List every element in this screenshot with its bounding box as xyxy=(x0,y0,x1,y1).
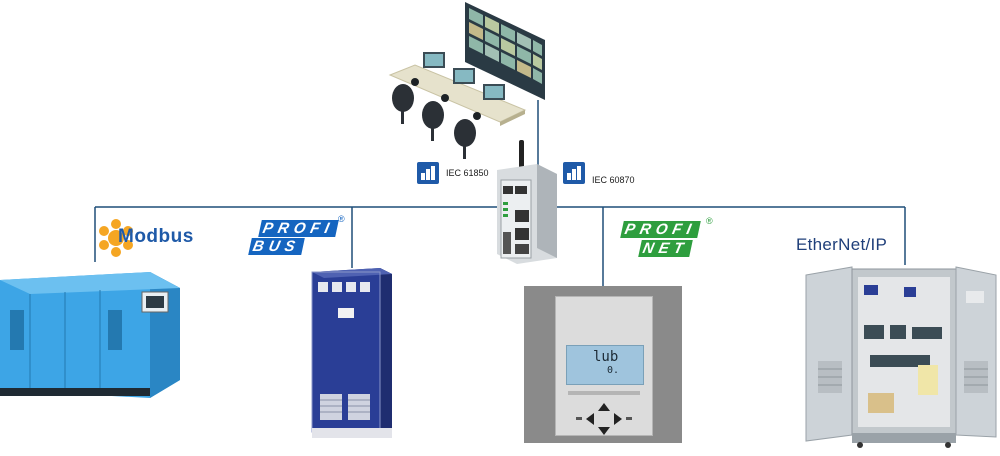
keypad-right-icon xyxy=(614,413,622,425)
profinet-logo: PROFI NET ® xyxy=(612,216,717,261)
profibus-line1: PROFI xyxy=(258,220,339,237)
profibus-logo: PROFI BUS ® xyxy=(248,214,350,260)
modbus-logo-icon xyxy=(99,219,133,257)
relay-display: lub 0. xyxy=(566,345,644,385)
switchgear-cabinet-icon xyxy=(311,268,392,438)
iec-60870-label: IEC 60870 xyxy=(592,175,635,185)
control-room-icon xyxy=(388,2,545,159)
gateway-device-icon xyxy=(497,140,557,264)
electrical-panel-icon xyxy=(805,266,997,448)
profinet-registered: ® xyxy=(706,216,713,226)
keypad-left-icon xyxy=(586,413,594,425)
modbus-label: Modbus xyxy=(118,226,194,247)
keypad-up-icon xyxy=(598,403,610,411)
protection-relay-icon: lub 0. xyxy=(524,286,682,443)
video-wall xyxy=(465,2,545,100)
profibus-registered: ® xyxy=(338,214,345,224)
generator-icon xyxy=(0,272,180,398)
iec-60870-icon xyxy=(563,162,585,184)
iec-61850-label: IEC 61850 xyxy=(446,168,489,178)
profinet-line2: NET xyxy=(638,240,693,257)
keypad-down-icon xyxy=(598,427,610,435)
relay-display-line1: lub xyxy=(593,349,619,365)
profinet-line1: PROFI xyxy=(620,221,701,238)
relay-display-line2: 0. xyxy=(607,365,620,376)
relay-keypad xyxy=(576,403,632,435)
iec-61850-icon xyxy=(417,162,439,184)
relay-caption-strip xyxy=(568,391,640,395)
ethernetip-label: EtherNet/IP xyxy=(796,235,888,254)
relay-face: lub 0. xyxy=(555,296,653,436)
profibus-line2: BUS xyxy=(248,238,305,255)
